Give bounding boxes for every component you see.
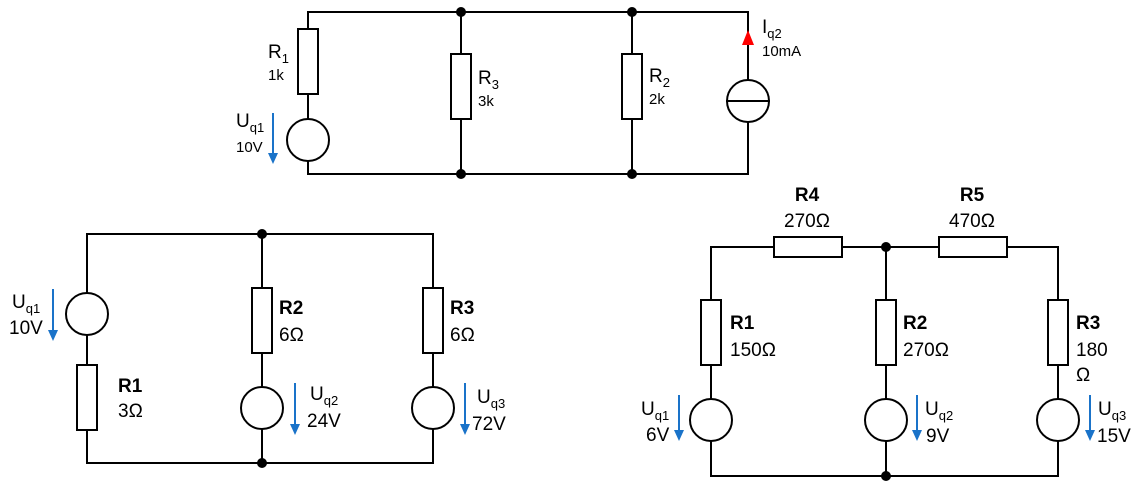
c2-voltage-source-uq2 (240, 386, 284, 430)
c3-voltage-source-uq3 (1036, 398, 1080, 442)
c2-resistor-r2 (251, 287, 273, 354)
c3-uq1-label: Uq1 (641, 399, 669, 423)
c2-resistor-r3 (422, 287, 444, 354)
c1-r3-label: R3 (478, 68, 499, 92)
c3-uq1-value: 6V (646, 425, 670, 446)
c3-resistor-r4 (773, 236, 843, 258)
c2-uq2-value: 24V (307, 411, 341, 432)
c2-uq3-label: Uq3 (477, 387, 505, 411)
c3-resistor-r1 (700, 299, 722, 366)
c1-resistor-r1 (297, 28, 319, 95)
c2-node (257, 458, 267, 468)
c1-r2-label: R2 (649, 66, 670, 90)
c3-voltage-source-uq2 (864, 398, 908, 442)
c2-r3-value: 6Ω (450, 325, 475, 346)
c2-uq1-arrowhead (48, 330, 58, 341)
c3-uq1-arrowhead (674, 430, 684, 441)
c1-r3-value: 3k (478, 93, 494, 110)
c3-uq2-label: Uq2 (925, 399, 953, 423)
c2-node (257, 229, 267, 239)
c2-voltage-source-uq1 (65, 292, 109, 336)
c2-uq3-value: 72V (472, 414, 506, 435)
c1-iq2-value: 10mA (762, 43, 801, 60)
c3-node (881, 471, 891, 481)
c2-uq2-label: Uq2 (310, 384, 338, 408)
circuit-3: R4 270Ω R5 470Ω R1 150Ω Uq1 6V R2 270Ω U… (641, 185, 1131, 481)
c2-r3-label: R3 (450, 298, 474, 319)
c3-uq3-value: 15V (1097, 426, 1131, 447)
c2-uq1-value: 10V (9, 318, 43, 339)
c1-wire-bottom (307, 124, 749, 175)
c3-r1-value: 150Ω (730, 340, 776, 361)
c2-uq1-label: Uq1 (12, 292, 40, 316)
c3-r2-label: R2 (903, 313, 927, 334)
c2-resistor-r1 (76, 364, 98, 431)
c3-r5-value: 470Ω (949, 211, 995, 232)
c1-uq1-label: Uq1 (236, 111, 264, 135)
c1-node (456, 169, 466, 179)
circuit-2: Uq1 10V R1 3Ω R2 6Ω Uq2 24V R3 6Ω Uq3 72… (9, 229, 506, 468)
c3-voltage-source-uq1 (689, 398, 733, 442)
c2-voltage-source-uq3 (411, 386, 455, 430)
c3-uq3-label: Uq3 (1098, 399, 1126, 423)
c1-iq2-label: Iq2 (762, 17, 782, 41)
c3-r3-label: R3 (1076, 313, 1100, 334)
c3-resistor-r3 (1047, 299, 1069, 366)
c3-uq2-arrowhead (912, 430, 922, 441)
c3-resistor-r5 (938, 236, 1008, 258)
c2-r1-label: R1 (118, 376, 143, 397)
c1-iq2-arrowhead (742, 30, 754, 45)
c1-wire-top (307, 11, 749, 48)
c1-node (627, 7, 637, 17)
c3-r4-value: 270Ω (784, 211, 830, 232)
c1-resistor-r3 (450, 53, 472, 120)
c2-uq2-arrowhead (290, 424, 300, 435)
c1-r1-label: R1 (268, 42, 289, 66)
c2-r2-label: R2 (279, 298, 303, 319)
c3-r4-label: R4 (795, 185, 820, 206)
c1-node (627, 169, 637, 179)
c1-uq1-value: 10V (236, 139, 263, 156)
c1-node (456, 7, 466, 17)
c1-resistor-r2 (621, 53, 643, 120)
c3-resistor-r2 (875, 299, 897, 366)
c3-uq2-value: 9V (926, 426, 950, 447)
c3-r5-label: R5 (960, 185, 985, 206)
c3-r3-value-line1: 180 (1076, 340, 1108, 361)
c1-uq1-arrowhead (268, 153, 278, 164)
c2-uq3-arrowhead (460, 424, 470, 435)
c3-node (881, 242, 891, 252)
c3-uq3-arrowhead (1085, 430, 1095, 441)
c2-r2-value: 6Ω (279, 325, 304, 346)
c3-r3-value-line2: Ω (1076, 365, 1090, 386)
c1-voltage-source-uq1 (286, 118, 330, 162)
circuit-1: R1 1k Uq1 10V R3 3k R2 2k Iq2 10mA (236, 7, 801, 179)
c1-r2-value: 2k (649, 91, 665, 108)
c2-r1-value: 3Ω (118, 401, 143, 422)
c3-r2-value: 270Ω (903, 340, 949, 361)
c1-r1-value: 1k (268, 67, 284, 84)
c3-r1-label: R1 (730, 313, 755, 334)
